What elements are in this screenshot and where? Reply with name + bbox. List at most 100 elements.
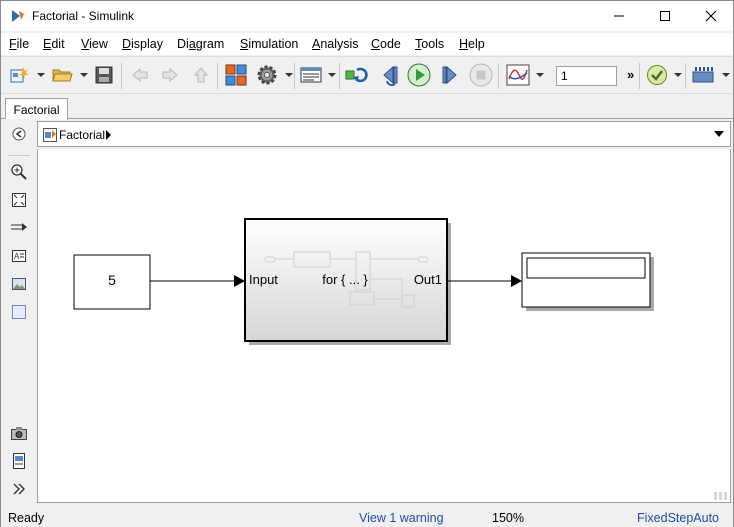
model-settings-button[interactable]	[255, 63, 279, 87]
tab-strip: Factorial	[1, 95, 733, 120]
toolbar-separator	[639, 63, 640, 89]
model-advisor-button[interactable]	[645, 63, 669, 87]
report-button[interactable]	[9, 451, 29, 471]
annotation-text-icon: A	[12, 250, 26, 262]
step-forward-icon	[442, 65, 457, 85]
update-diagram-button[interactable]	[345, 63, 369, 87]
new-dropdown-arrow-icon[interactable]	[37, 73, 45, 77]
forward-button[interactable]	[158, 63, 182, 87]
step-back-icon	[383, 65, 398, 86]
board-icon	[692, 67, 714, 83]
model-path-label[interactable]: Factorial	[59, 128, 106, 142]
toolbar-separator	[294, 63, 295, 89]
toolbar-separator	[685, 63, 686, 89]
hardware-button[interactable]	[691, 63, 715, 87]
subsystem-output-label: Out1	[414, 272, 442, 287]
zoom-magnifier-icon	[11, 164, 27, 180]
status-warning-link[interactable]: View 1 warning	[359, 511, 444, 525]
image-button[interactable]	[9, 274, 29, 294]
window-title: Factorial - Simulink	[32, 9, 135, 23]
minimize-button[interactable]	[596, 1, 642, 31]
explorer-dropdown-arrow-icon[interactable]	[328, 73, 336, 77]
inspector-dropdown-arrow-icon[interactable]	[536, 73, 544, 77]
double-chevron-right-icon	[13, 483, 25, 495]
check-circle-icon	[647, 65, 667, 85]
model-address-bar[interactable]: Factorial	[37, 121, 731, 147]
minimize-icon	[614, 15, 624, 17]
display-block[interactable]	[521, 252, 654, 311]
menu-display[interactable]: Display	[122, 37, 163, 51]
run-button[interactable]	[407, 63, 431, 87]
menu-view[interactable]: View	[81, 37, 108, 51]
menu-diagram[interactable]: Diagram	[177, 37, 225, 51]
menu-simulation[interactable]: Simulation	[240, 37, 299, 51]
expand-palette-button[interactable]	[9, 479, 29, 499]
new-model-icon	[10, 67, 29, 83]
for-iterator-subsystem-block[interactable]: Input for { ... } Out1	[244, 218, 451, 345]
menu-tools[interactable]: Tools	[415, 37, 445, 51]
back-arrow-icon	[132, 67, 148, 83]
tab-factorial[interactable]: Factorial	[5, 98, 68, 120]
address-dropdown-arrow-icon[interactable]	[714, 131, 724, 137]
model-canvas[interactable]: 5	[37, 149, 731, 503]
stop-time-field[interactable]: 1	[556, 66, 617, 86]
screenshot-button[interactable]	[9, 423, 29, 443]
save-button[interactable]	[92, 63, 116, 87]
subsystem-input-label: Input	[249, 272, 278, 287]
advisor-dropdown-arrow-icon[interactable]	[674, 73, 682, 77]
resize-grip-icon[interactable]	[714, 492, 727, 500]
play-icon	[407, 63, 431, 87]
model-explorer-icon	[300, 67, 322, 83]
signal-arrow-button[interactable]	[9, 218, 29, 238]
status-state: Ready	[8, 511, 45, 525]
back-button[interactable]	[128, 63, 152, 87]
library-browser-icon	[225, 64, 247, 86]
new-model-button[interactable]	[7, 63, 31, 87]
simulation-data-inspector-button[interactable]	[506, 63, 530, 87]
menu-edit[interactable]: Edit	[43, 37, 65, 51]
open-dropdown-arrow-icon[interactable]	[80, 73, 88, 77]
open-button[interactable]	[50, 63, 74, 87]
menu-code[interactable]: Code	[371, 37, 401, 51]
fit-to-view-button[interactable]	[9, 190, 29, 210]
stop-button[interactable]	[469, 63, 493, 87]
maximize-icon	[660, 11, 670, 21]
step-back-button[interactable]	[378, 63, 402, 87]
menu-analysis[interactable]: Analysis	[312, 37, 359, 51]
step-forward-button[interactable]	[438, 63, 462, 87]
up-button[interactable]	[189, 63, 213, 87]
signal-arrow-icon	[11, 223, 27, 231]
constant-value: 5	[108, 272, 116, 288]
refresh-diagram-icon	[345, 67, 368, 83]
area-box-icon	[12, 305, 26, 319]
close-icon	[705, 10, 717, 22]
forward-arrow-icon	[162, 67, 178, 83]
breadcrumb-arrow-icon[interactable]	[106, 130, 111, 140]
hide-browser-button[interactable]	[9, 124, 29, 144]
toolbar-overflow-button[interactable]: »	[627, 67, 635, 82]
menu-file[interactable]: File	[9, 37, 30, 51]
menu-bar: File Edit View Display Diagram Simulatio…	[1, 33, 733, 55]
collapse-circle-icon	[12, 127, 26, 141]
status-solver-link[interactable]: FixedStepAuto	[637, 511, 719, 525]
close-button[interactable]	[688, 1, 734, 31]
menu-help[interactable]: Help	[459, 37, 485, 51]
save-icon	[95, 66, 113, 84]
display-readout	[526, 257, 646, 279]
signal-line-input[interactable]	[150, 275, 245, 287]
hardware-dropdown-arrow-icon[interactable]	[722, 73, 730, 77]
annotation-button[interactable]: A	[9, 246, 29, 266]
zoom-button[interactable]	[9, 162, 29, 182]
area-button[interactable]	[9, 302, 29, 322]
constant-block[interactable]: 5	[73, 254, 151, 310]
toolbar-separator	[339, 63, 340, 89]
report-icon	[13, 453, 25, 469]
model-icon	[43, 128, 57, 142]
library-browser-button[interactable]	[224, 63, 248, 87]
model-explorer-button[interactable]	[299, 63, 323, 87]
up-arrow-icon	[193, 67, 209, 83]
signal-line-output[interactable]	[447, 275, 522, 287]
maximize-button[interactable]	[642, 1, 688, 31]
toolbar-separator	[498, 63, 499, 89]
settings-dropdown-arrow-icon[interactable]	[285, 73, 293, 77]
